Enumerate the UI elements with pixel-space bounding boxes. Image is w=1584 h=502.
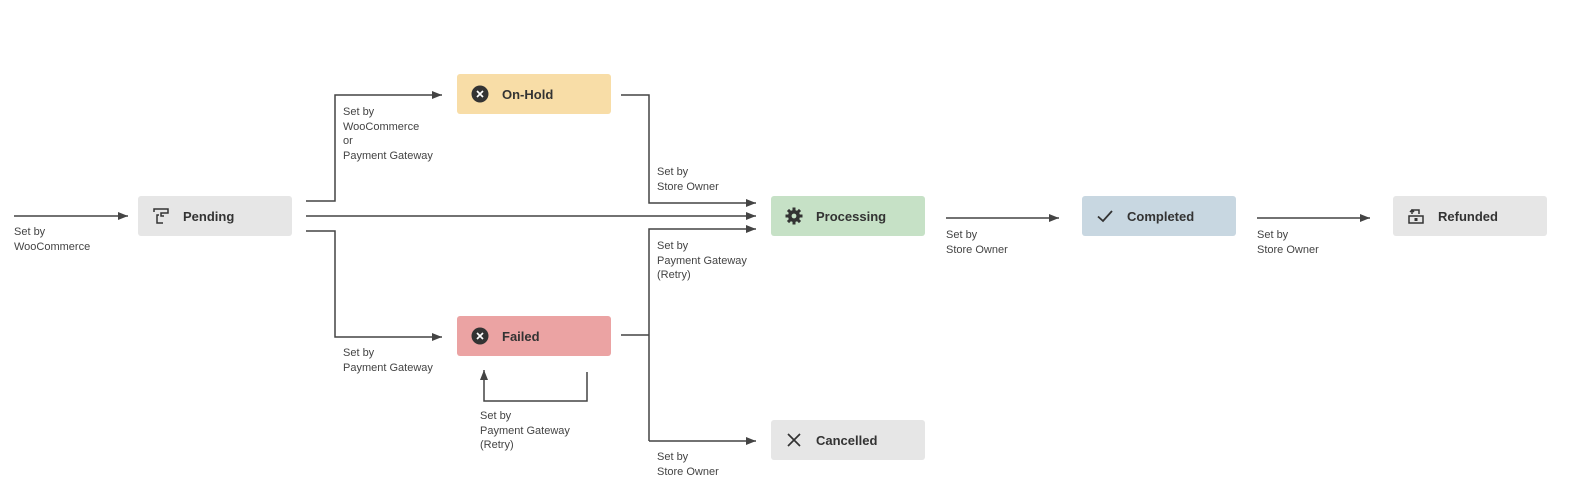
onhold-to-processing-arrow	[621, 94, 756, 207]
node-failed: Failed	[457, 316, 611, 356]
note-to-failed: Set by Payment Gateway	[343, 347, 433, 374]
node-label: Processing	[816, 208, 887, 224]
node-pending: Pending	[138, 196, 292, 236]
pending-to-onhold-arrow	[306, 91, 442, 202]
failed-to-processing-arrow	[648, 225, 756, 441]
node-label: Cancelled	[816, 432, 878, 448]
note-to-completed: Set by Store Owner	[946, 229, 1008, 256]
gear-icon	[785, 207, 803, 225]
node-label: Pending	[183, 208, 235, 224]
pending-icon	[152, 207, 170, 225]
node-refunded: Refunded	[1393, 196, 1547, 236]
node-label: On-Hold	[502, 86, 554, 102]
x-circle-icon	[471, 327, 489, 345]
failed-retry-loop-arrow	[480, 370, 588, 402]
refund-icon	[1407, 207, 1425, 225]
note-to-onhold: Set by WooCommerce or Payment Gateway	[343, 106, 433, 162]
x-circle-icon	[471, 85, 489, 103]
node-onhold: On-Hold	[457, 74, 611, 114]
node-cancelled: Cancelled	[771, 420, 925, 460]
node-completed: Completed	[1082, 196, 1236, 236]
note-to-refunded: Set by Store Owner	[1257, 229, 1319, 256]
pending-to-failed-arrow	[306, 230, 442, 341]
note-to-cancelled: Set by Store Owner	[657, 451, 719, 478]
node-label: Failed	[502, 328, 540, 344]
note-failed-to-processing: Set by Payment Gateway (Retry)	[657, 240, 747, 281]
checkmark-icon	[1096, 207, 1114, 225]
x-icon	[785, 431, 803, 449]
note-onhold-to-processing: Set by Store Owner	[657, 166, 719, 193]
note-start: Set by WooCommerce	[14, 226, 91, 253]
node-label: Completed	[1127, 208, 1195, 224]
node-label: Refunded	[1438, 208, 1498, 224]
node-processing: Processing	[771, 196, 925, 236]
note-failed-retry: Set by Payment Gateway (Retry)	[480, 410, 570, 451]
